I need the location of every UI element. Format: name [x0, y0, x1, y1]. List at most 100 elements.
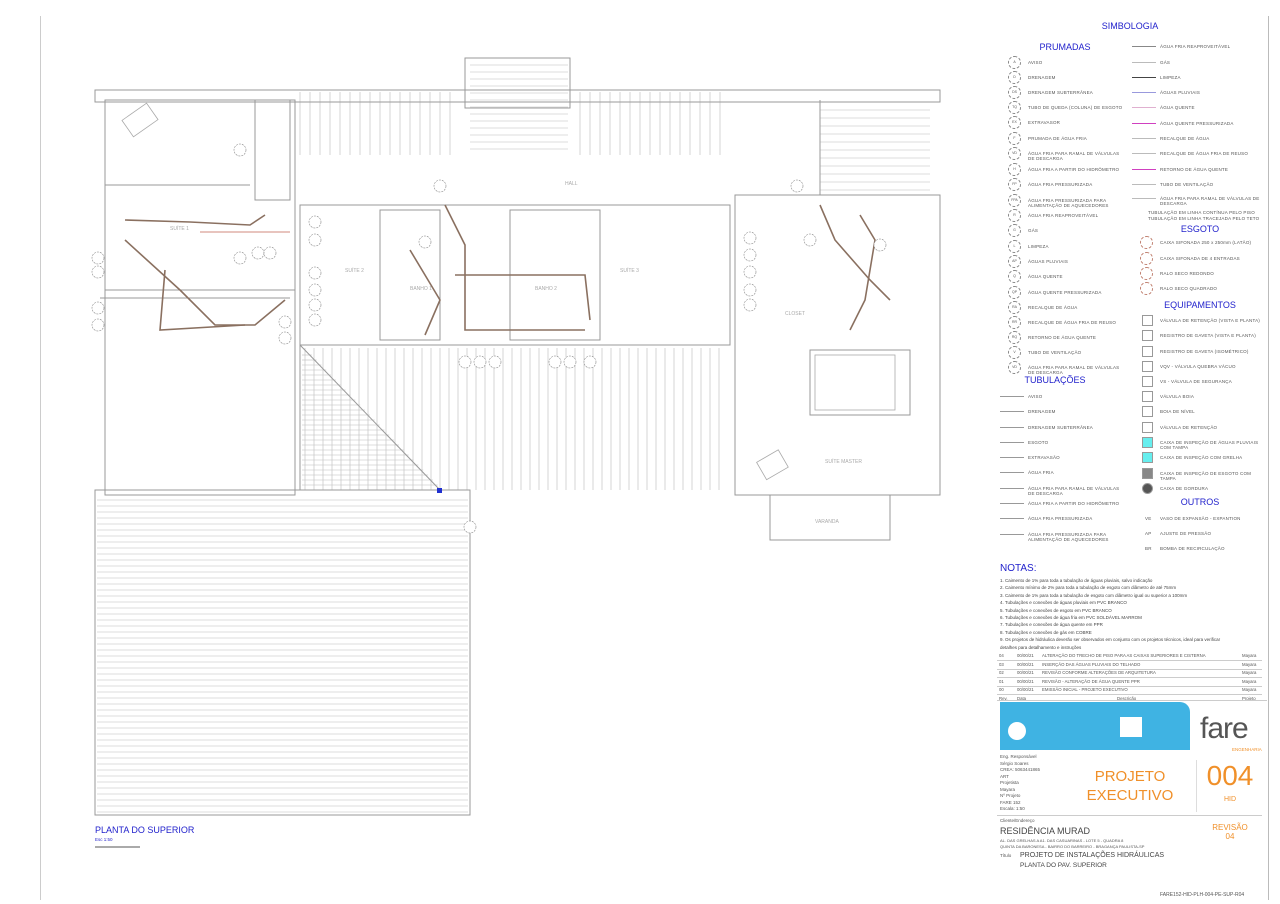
callout-bubble — [473, 355, 487, 369]
tubulacao-label: ÁGUA FRIA — [1028, 470, 1054, 475]
note-item: 4. Tubulações e conexões de águas pluvia… — [1000, 600, 1127, 606]
esgoto-label: CAIXA SIFONADA DE 4 ENTRADAS — [1160, 256, 1240, 261]
prumada-label: DRENAGEM SUBTERRÂNEA — [1028, 90, 1094, 95]
revision-header-rev: Rev. — [999, 695, 1008, 701]
revision-desc: REVISÃO - ALTERAÇÃO DE ÁGUA QUENTE PPR — [1042, 678, 1140, 684]
equipment-symbol-icon — [1142, 330, 1153, 341]
prumada-label: EXTRAVASOR — [1028, 120, 1061, 125]
equipamento-label: CAIXA DE INSPEÇÃO COM GRELHA — [1160, 455, 1243, 460]
tubulacao-label: ÁGUA QUENTE PRESSURIZADA — [1160, 121, 1234, 126]
prumada-symbol-icon: EX — [1008, 116, 1021, 129]
pipe-line-icon — [1132, 138, 1156, 139]
tubulacao-label: ÁGUA QUENTE — [1160, 105, 1195, 110]
banner-square — [1120, 717, 1142, 737]
client-name: RESIDÊNCIA MURAD — [1000, 826, 1091, 836]
equipment-symbol-icon — [1142, 406, 1153, 417]
tubulacoes-title: TUBULAÇÕES — [1024, 375, 1086, 385]
equipment-symbol-icon — [1142, 483, 1153, 494]
equipment-symbol-icon — [1142, 361, 1153, 372]
prumada-label: RECALQUE DE ÁGUA FRIA DE REUSO — [1028, 320, 1117, 325]
floor-plan[interactable]: SUÍTE 1 SUÍTE 2 SUÍTE 3 BANHO 1 BANHO 2 … — [0, 0, 990, 904]
crea: CREA: 5063441865 — [1000, 767, 1041, 772]
prumada-symbol-icon: R — [1008, 209, 1021, 222]
prumada-symbol-icon: A — [1008, 56, 1021, 69]
equipamento-label: REGISTRO DE GAVETA (VISTA E PLANTA) — [1160, 333, 1256, 338]
pipe-line-icon — [1132, 77, 1156, 78]
equipamento-label: CAIXA DE INSPEÇÃO DE ÁGUAS PLUVIAIS COM … — [1160, 440, 1259, 450]
prumada-symbol-icon: D — [1008, 71, 1021, 84]
eng-name: Sérgio Soares — [1000, 760, 1029, 766]
prumada-symbol-icon: RA — [1008, 301, 1021, 314]
room-label: BANHO 1 — [410, 286, 432, 292]
prumada-label: LIMPEZA — [1028, 244, 1049, 249]
prumada-label: RECALQUE DE ÁGUA — [1028, 305, 1078, 310]
callout-bubble — [743, 265, 757, 279]
tubulacao-label: ÁGUAS PLUVIAIS — [1160, 90, 1201, 95]
prumada-label: ÁGUA FRIA PRESSURIZADA — [1028, 182, 1093, 187]
revision-desc: INSERÇÃO DAS ÁGUAS PLUVIAIS DO TELHADO — [1042, 661, 1141, 667]
callout-bubble — [308, 215, 322, 229]
equipamento-label: VÁLVULA DE RETENÇÃO (VISTA E PLANTA) — [1160, 318, 1260, 323]
tubulacao-label: ESGOTO — [1028, 440, 1049, 445]
pipe-line-icon — [1000, 534, 1024, 535]
revision-author: Mayara — [1242, 670, 1257, 675]
callout-bubble — [873, 238, 887, 252]
equipment-symbol-icon — [1142, 468, 1153, 479]
callout-bubble — [463, 520, 477, 534]
equipamento-label: BOIA DE NÍVEL — [1160, 409, 1195, 414]
callout-bubble — [563, 355, 577, 369]
note-item: detalhes para detalhamento e instruções — [1000, 644, 1082, 650]
callout-bubble — [488, 355, 502, 369]
pipe-line-icon — [1000, 457, 1024, 458]
equipment-symbol-icon — [1142, 437, 1153, 448]
prumada-symbol-icon: F — [1008, 132, 1021, 145]
piping-note-2: TUBULAÇÃO EM LINHA TRACEJADA PELO TETO — [1148, 216, 1260, 221]
prumada-label: ÁGUA FRIA PARA RAMAL DE VÁLVULAS DE DESC… — [1028, 365, 1120, 375]
file-code: FARE152-HID-PLH-004-PE-SUP-R04 — [1160, 892, 1245, 898]
drawing-scale: Esc 1:50 — [95, 837, 113, 842]
equipamento-label: VÁLVULA BOIA — [1160, 394, 1195, 399]
pipe-line-icon — [1000, 518, 1024, 519]
pipe-line-icon — [1132, 107, 1156, 108]
room-label: SUÍTE 1 — [170, 225, 189, 232]
prumada-label: ÁGUA FRIA PRESSURIZADA PARA ALIMENTAÇÃO … — [1028, 198, 1109, 208]
revision-header-author: Projeto — [1242, 695, 1256, 701]
plumbing-pipes — [124, 204, 891, 336]
tubulacao-label: RETORNO DE ÁGUA QUENTE — [1160, 167, 1229, 172]
pipe-line-icon — [1132, 198, 1156, 199]
equipamento-label: VS - VÁLVULA DE SEGURANÇA — [1160, 379, 1232, 384]
esgoto-label: RALO SECO REDONDO — [1160, 271, 1214, 276]
callout-bubble — [458, 355, 472, 369]
prumadas-title: PRUMADAS — [1039, 42, 1091, 52]
tubulacao-label: AVISO — [1028, 394, 1043, 399]
note-item: 8. Tubulações e conexões de gás em COBRE — [1000, 629, 1092, 635]
prumada-symbol-icon: H — [1008, 163, 1021, 176]
room-label: SUÍTE 3 — [620, 267, 639, 274]
pipe-line-icon — [1132, 123, 1156, 124]
callout-bubble — [743, 298, 757, 312]
outros-code: VE — [1145, 516, 1152, 521]
callout-bubble — [743, 248, 757, 262]
designer-label: Projetista — [1000, 780, 1019, 785]
tubulacao-label: ÁGUA FRIA PARA RAMAL DE VÁLVULAS DE DESC… — [1160, 196, 1260, 206]
callout-bubble — [233, 143, 247, 157]
prumada-symbol-icon: TQ — [1008, 101, 1021, 114]
callout-bubble — [803, 233, 817, 247]
note-item: 3. Caimento de 1% para toda a tubulação … — [1000, 592, 1188, 598]
prumada-label: DRENAGEM — [1028, 75, 1056, 80]
tubulacao-label: DRENAGEM SUBTERRÂNEA — [1028, 425, 1094, 430]
equipment-symbol-icon — [1142, 315, 1153, 326]
callout-bubble — [91, 318, 105, 332]
callout-bubble — [263, 246, 277, 260]
callout-bubble — [251, 246, 265, 260]
subject-label: Título — [1000, 853, 1012, 858]
tubulacao-label: ÁGUA FRIA REAPROVEITÁVEL — [1160, 44, 1231, 49]
pipe-line-icon — [1000, 488, 1024, 489]
note-item: 5. Tubulações e conexões de esgoto em PV… — [1000, 607, 1112, 613]
project-no-label: Nº Projeto — [1000, 793, 1021, 798]
revision-header-desc: Descrição — [1117, 695, 1137, 701]
